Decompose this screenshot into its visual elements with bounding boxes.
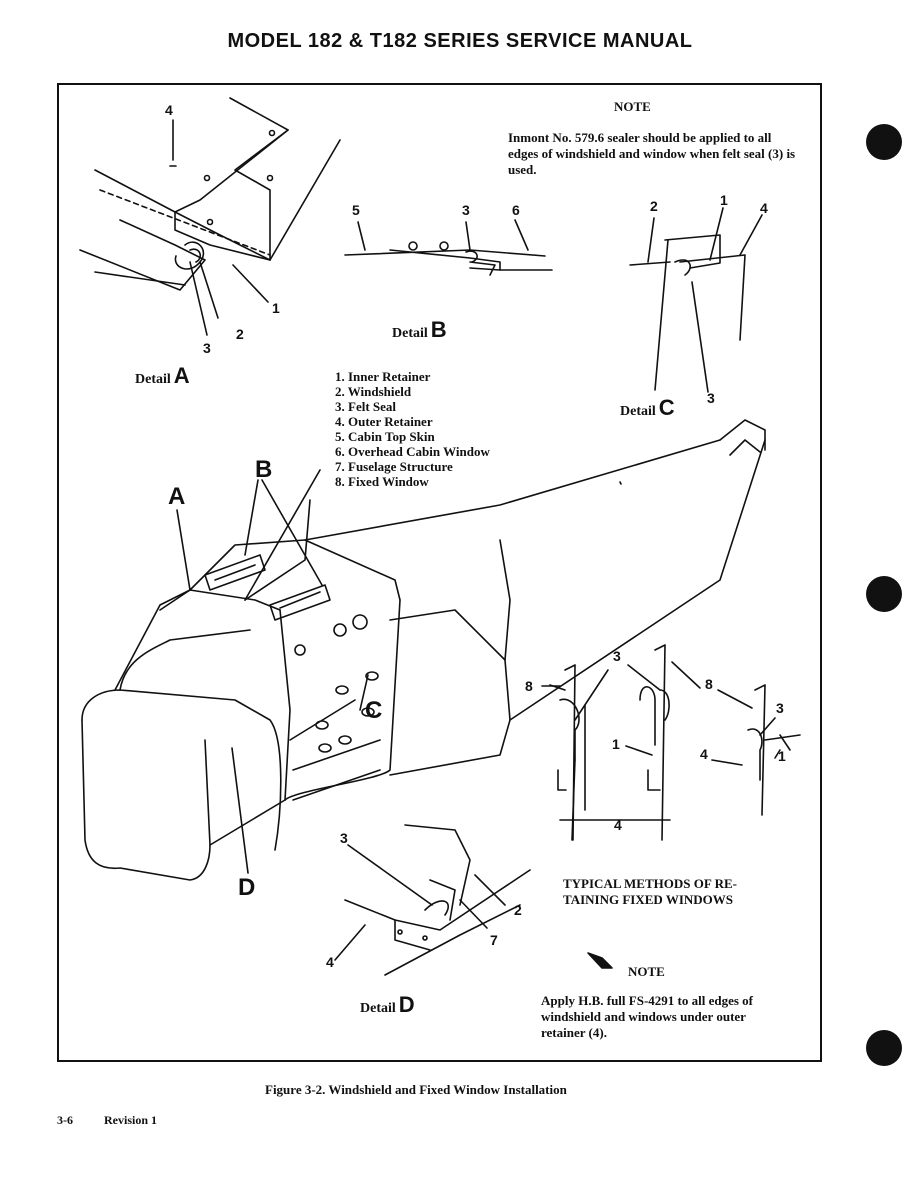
page-title: MODEL 182 & T182 SERIES SERVICE MANUAL <box>227 30 693 52</box>
callout-number: 3 <box>340 830 348 846</box>
detail-c-drawing <box>629 207 763 393</box>
pointing-hand-icon <box>587 952 613 969</box>
callout-number: 4 <box>614 817 622 833</box>
legend-item: 4. Outer Retainer <box>335 414 433 429</box>
callout-number: 4 <box>165 102 173 118</box>
detail-d-drawing <box>334 824 531 976</box>
callout-number: 3 <box>462 202 470 218</box>
view-letter: C <box>365 697 383 724</box>
note-bottom-title: NOTE <box>628 964 665 979</box>
callout-number: 4 <box>760 200 768 216</box>
revision-label: Revision 1 <box>104 1113 158 1127</box>
callout-number: 3 <box>776 700 784 716</box>
view-letter: B <box>255 456 273 483</box>
callout-number: 2 <box>650 198 658 214</box>
callout-number: 1 <box>720 192 728 208</box>
typical-methods-caption: TYPICAL METHODS OF RE- TAINING FIXED WIN… <box>563 876 737 907</box>
callout-number: 3 <box>707 390 715 406</box>
figure-frame <box>57 83 822 1062</box>
callout-number: 5 <box>352 202 360 218</box>
note-bottom-text: Apply H.B. full FS-4291 to all edges of … <box>541 993 753 1040</box>
callout-number: 3 <box>613 648 621 664</box>
callout-number: 3 <box>203 340 211 356</box>
callout-number: 2 <box>514 902 522 918</box>
page-number: 3-6 <box>57 1113 73 1127</box>
legend-item: 3. Felt Seal <box>335 399 397 414</box>
callout-number: 4 <box>326 954 334 970</box>
binder-hole-bottom <box>866 1030 902 1066</box>
fuselage-drawing <box>81 419 766 881</box>
callout-number: 2 <box>236 326 244 342</box>
legend-item: 5. Cabin Top Skin <box>335 429 435 444</box>
callout-number: 8 <box>705 676 713 692</box>
legend-item: 1. Inner Retainer <box>335 369 431 384</box>
callout-number: 6 <box>512 202 520 218</box>
note-top-title: NOTE <box>614 99 651 114</box>
view-letter: A <box>168 483 186 510</box>
typical-methods-drawing <box>541 644 801 841</box>
legend-item: 2. Windshield <box>335 384 412 399</box>
binder-hole-top <box>866 124 902 160</box>
legend-item: 6. Overhead Cabin Window <box>335 444 490 459</box>
detail-a-drawing <box>79 97 341 336</box>
callout-number: 8 <box>525 678 533 694</box>
detail-b-drawing <box>344 219 553 276</box>
view-letter: D <box>238 874 256 901</box>
legend-item: 7. Fuselage Structure <box>335 459 453 474</box>
binder-hole-middle <box>866 576 902 612</box>
callout-number: 1 <box>272 300 280 316</box>
callout-number: 1 <box>778 748 786 764</box>
callout-number: 1 <box>612 736 620 752</box>
callout-number: 7 <box>490 932 498 948</box>
legend-item: 8. Fixed Window <box>335 474 429 489</box>
callout-number: 4 <box>700 746 708 762</box>
figure-caption: Figure 3-2. Windshield and Fixed Window … <box>265 1082 567 1097</box>
note-top-text: Inmont No. 579.6 sealer should be applie… <box>508 130 796 177</box>
